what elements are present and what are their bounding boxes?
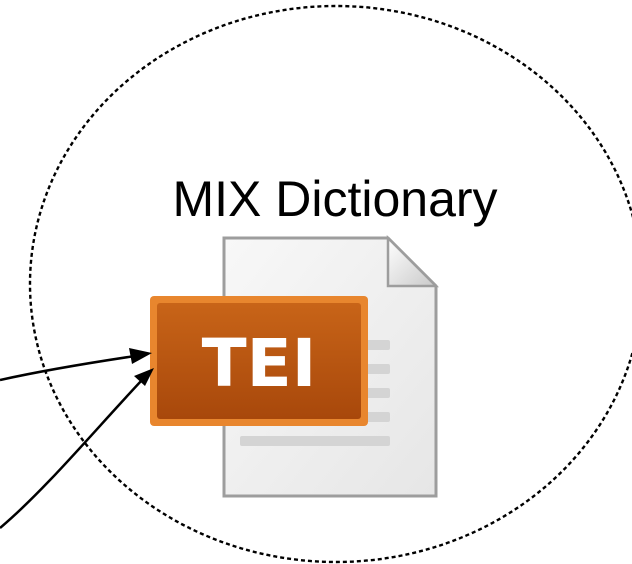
dictionary-title: MIX Dictionary [172, 171, 497, 227]
connector-arrows [0, 348, 154, 529]
document-fold-corner [386, 234, 440, 288]
tei-document-icon: TEI [150, 234, 440, 498]
dictionary-boundary-circle [28, 4, 632, 564]
arrowhead-upper [129, 348, 152, 364]
tei-badge-inner [157, 303, 361, 419]
connector-arrow-lower [0, 379, 143, 529]
tei-badge-label: TEI [202, 325, 317, 402]
connector-arrow-upper [0, 354, 136, 382]
arrowhead-lower [134, 368, 154, 386]
